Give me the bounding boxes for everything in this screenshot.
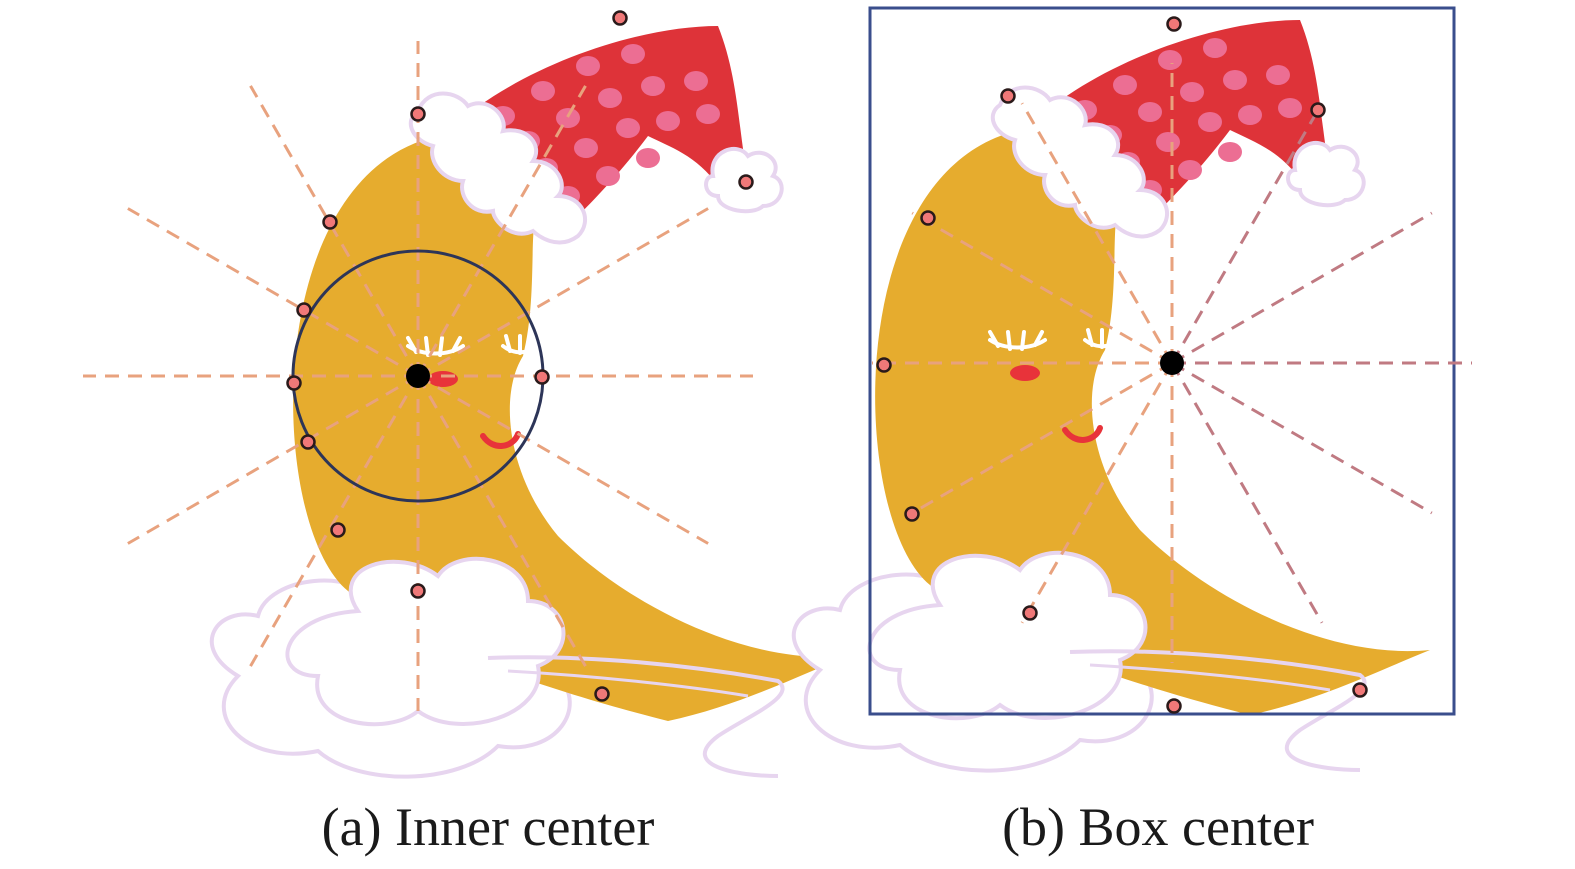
ray-line <box>1020 362 1174 624</box>
ray-line <box>1020 102 1174 364</box>
ray-line <box>1170 362 1324 624</box>
ray-line <box>249 375 420 667</box>
contour-point <box>594 686 610 702</box>
contour-point <box>904 506 920 522</box>
ray-line <box>1170 102 1324 364</box>
contour-points-b <box>876 16 1368 714</box>
contour-point <box>296 302 312 318</box>
ray-line <box>416 375 587 667</box>
contour-point <box>738 174 754 190</box>
contour-point <box>534 369 550 385</box>
ray-line <box>417 374 709 545</box>
ray-line <box>127 374 419 545</box>
contour-point <box>876 357 892 373</box>
contour-point <box>1022 605 1038 621</box>
contour-point <box>322 214 338 230</box>
rays-inner-center <box>83 41 753 711</box>
contour-point <box>410 583 426 599</box>
contour-point <box>410 106 426 122</box>
rays-box-center <box>872 63 1472 663</box>
contour-point <box>1166 698 1182 714</box>
contour-point <box>1352 682 1368 698</box>
panel-inner-center: (a) Inner center <box>83 10 848 857</box>
center-dot-inner <box>406 364 430 388</box>
moon-character-icon <box>212 26 848 777</box>
bounding-box <box>868 6 1456 716</box>
contour-point <box>612 10 628 26</box>
ray-line <box>417 207 709 378</box>
panel-box-center: (b) Box center <box>794 6 1472 857</box>
moon-character-icon <box>794 20 1430 771</box>
ray-line <box>127 207 419 378</box>
ray-line <box>249 85 420 377</box>
caption-a: (a) Inner center <box>322 797 655 857</box>
contour-point <box>1000 88 1016 104</box>
ray-line <box>416 85 587 377</box>
ray-line <box>1171 361 1433 515</box>
contour-point <box>286 375 302 391</box>
ray-line <box>911 211 1173 365</box>
caption-b: (b) Box center <box>1002 797 1314 857</box>
ray-line <box>911 361 1173 515</box>
contour-point <box>920 210 936 226</box>
contour-point <box>330 522 346 538</box>
contour-point <box>1166 16 1182 32</box>
center-dot-box <box>1160 351 1184 375</box>
contour-point <box>300 434 316 450</box>
contour-point <box>1310 102 1326 118</box>
ray-line <box>1171 211 1433 365</box>
